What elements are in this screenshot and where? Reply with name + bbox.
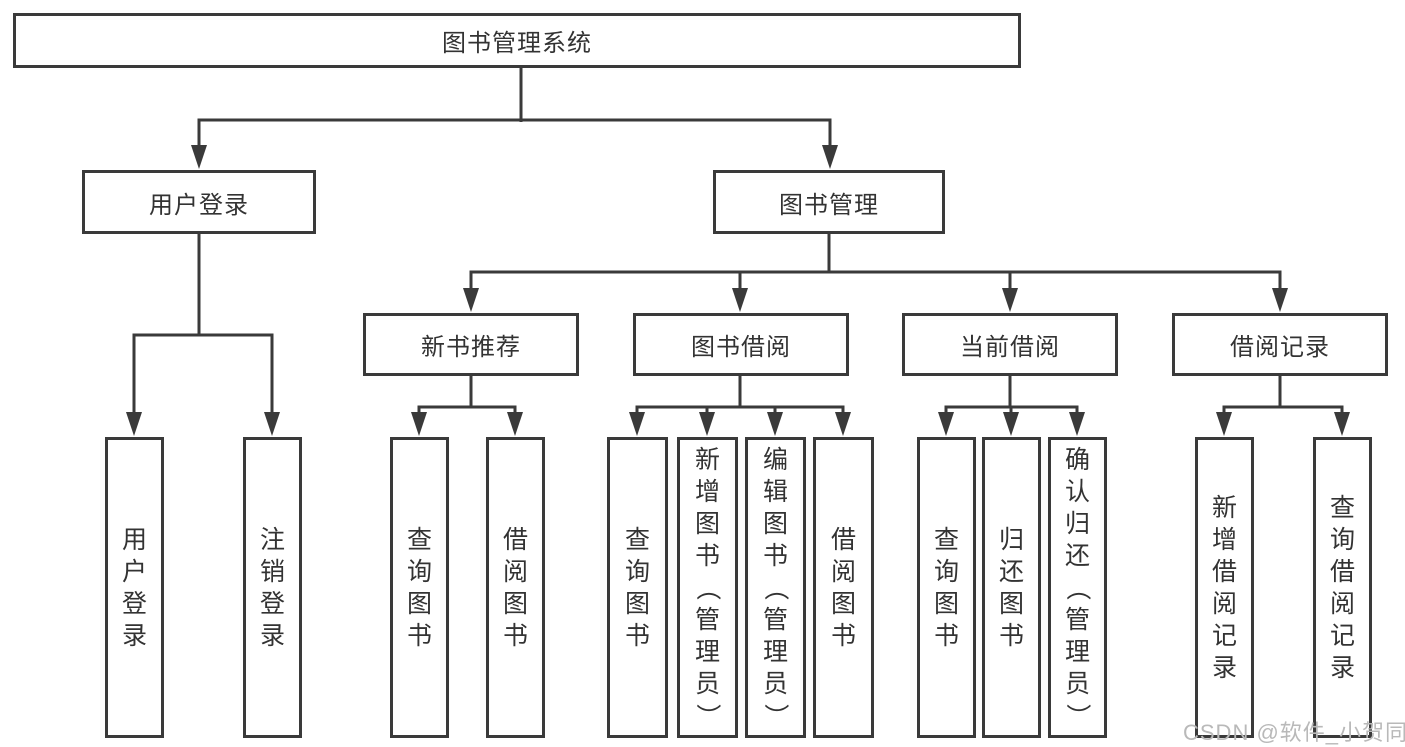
arrowhead-icon — [1216, 412, 1232, 436]
connector-borrow-record-to-leaves — [1216, 375, 1350, 436]
arrowhead-icon — [1003, 412, 1019, 436]
arrowhead-icon — [191, 145, 207, 169]
node-label: 借阅记录 — [1230, 334, 1330, 361]
arrowhead-icon — [126, 412, 142, 436]
leaf-label: 新增图书（管理员） — [693, 445, 722, 729]
arrowhead-icon — [822, 145, 838, 169]
arrowhead-icon — [1334, 412, 1350, 436]
connector-line — [469, 232, 1282, 292]
leaf-borrow-book-2: 借阅图书 — [813, 437, 874, 738]
connector-current-borrow-to-leaves — [938, 375, 1085, 436]
connector-line — [132, 232, 274, 416]
arrowhead-icon — [264, 412, 280, 436]
arrowhead-icon — [835, 412, 851, 436]
node-label: 新书推荐 — [421, 334, 521, 361]
leaf-add-book-admin: 新增图书（管理员） — [677, 437, 738, 738]
leaf-label: 用户登录 — [121, 525, 147, 650]
arrowhead-icon — [732, 288, 748, 312]
connector-line — [197, 118, 832, 150]
arrowhead-icon — [507, 412, 523, 436]
leaf-label: 查询借阅记录 — [1329, 493, 1355, 682]
connector-user-login-to-leaves — [126, 232, 280, 436]
node-current-borrow: 当前借阅 — [902, 313, 1118, 376]
node-label: 用户登录 — [149, 191, 249, 219]
leaf-return-book: 归还图书 — [982, 437, 1041, 738]
arrowhead-icon — [463, 288, 479, 312]
connector-book-management-to-level3 — [463, 232, 1288, 312]
watermark: CSDN @软件_小贺同学 — [1183, 720, 1405, 745]
leaf-edit-book-admin: 编辑图书（管理员） — [745, 437, 806, 738]
connector-root-to-level2 — [191, 67, 838, 169]
leaf-query-borrow-record: 查询借阅记录 — [1313, 437, 1372, 738]
leaf-query-book-2: 查询图书 — [607, 437, 668, 738]
leaf-label: 查询图书 — [406, 525, 432, 650]
arrowhead-icon — [1002, 288, 1018, 312]
node-label: 图书管理 — [779, 191, 879, 219]
connector-line — [635, 375, 845, 416]
connector-new-book-to-leaves — [411, 375, 523, 436]
leaf-logout: 注销登录 — [243, 437, 302, 738]
leaf-label: 查询图书 — [624, 525, 650, 650]
arrowhead-icon — [1272, 288, 1288, 312]
node-new-book-recommend: 新书推荐 — [363, 313, 579, 376]
leaf-label: 借阅图书 — [830, 525, 856, 650]
leaf-label: 查询图书 — [933, 525, 959, 650]
node-label: 当前借阅 — [960, 334, 1060, 361]
leaf-label: 新增借阅记录 — [1211, 493, 1237, 682]
node-borrow-record: 借阅记录 — [1172, 313, 1388, 376]
arrowhead-icon — [699, 412, 715, 436]
leaf-query-book-3: 查询图书 — [917, 437, 976, 738]
connector-book-borrow-to-leaves — [629, 375, 851, 436]
leaf-confirm-return-admin: 确认归还（管理员） — [1048, 437, 1107, 738]
leaf-label: 注销登录 — [259, 525, 285, 650]
node-label: 图书管理系统 — [442, 30, 592, 57]
leaf-label: 确认归还（管理员） — [1063, 445, 1092, 729]
leaf-label: 归还图书 — [998, 525, 1024, 650]
leaf-user-login: 用户登录 — [105, 437, 164, 738]
arrowhead-icon — [1069, 412, 1085, 436]
node-label: 图书借阅 — [691, 334, 791, 361]
connector-line — [417, 375, 517, 416]
leaf-label: 借阅图书 — [502, 525, 528, 650]
leaf-label: 编辑图书（管理员） — [761, 445, 790, 729]
leaf-query-book-1: 查询图书 — [390, 437, 449, 738]
node-user-login: 用户登录 — [82, 170, 316, 234]
node-root-system: 图书管理系统 — [13, 13, 1021, 68]
node-book-management: 图书管理 — [713, 170, 945, 234]
connector-line — [944, 375, 1079, 416]
arrowhead-icon — [629, 412, 645, 436]
arrowhead-icon — [938, 412, 954, 436]
node-book-borrow: 图书借阅 — [633, 313, 849, 376]
arrowhead-icon — [411, 412, 427, 436]
leaf-borrow-book-1: 借阅图书 — [486, 437, 545, 738]
connector-line — [1222, 375, 1344, 416]
arrowhead-icon — [767, 412, 783, 436]
leaf-add-borrow-record: 新增借阅记录 — [1195, 437, 1254, 738]
